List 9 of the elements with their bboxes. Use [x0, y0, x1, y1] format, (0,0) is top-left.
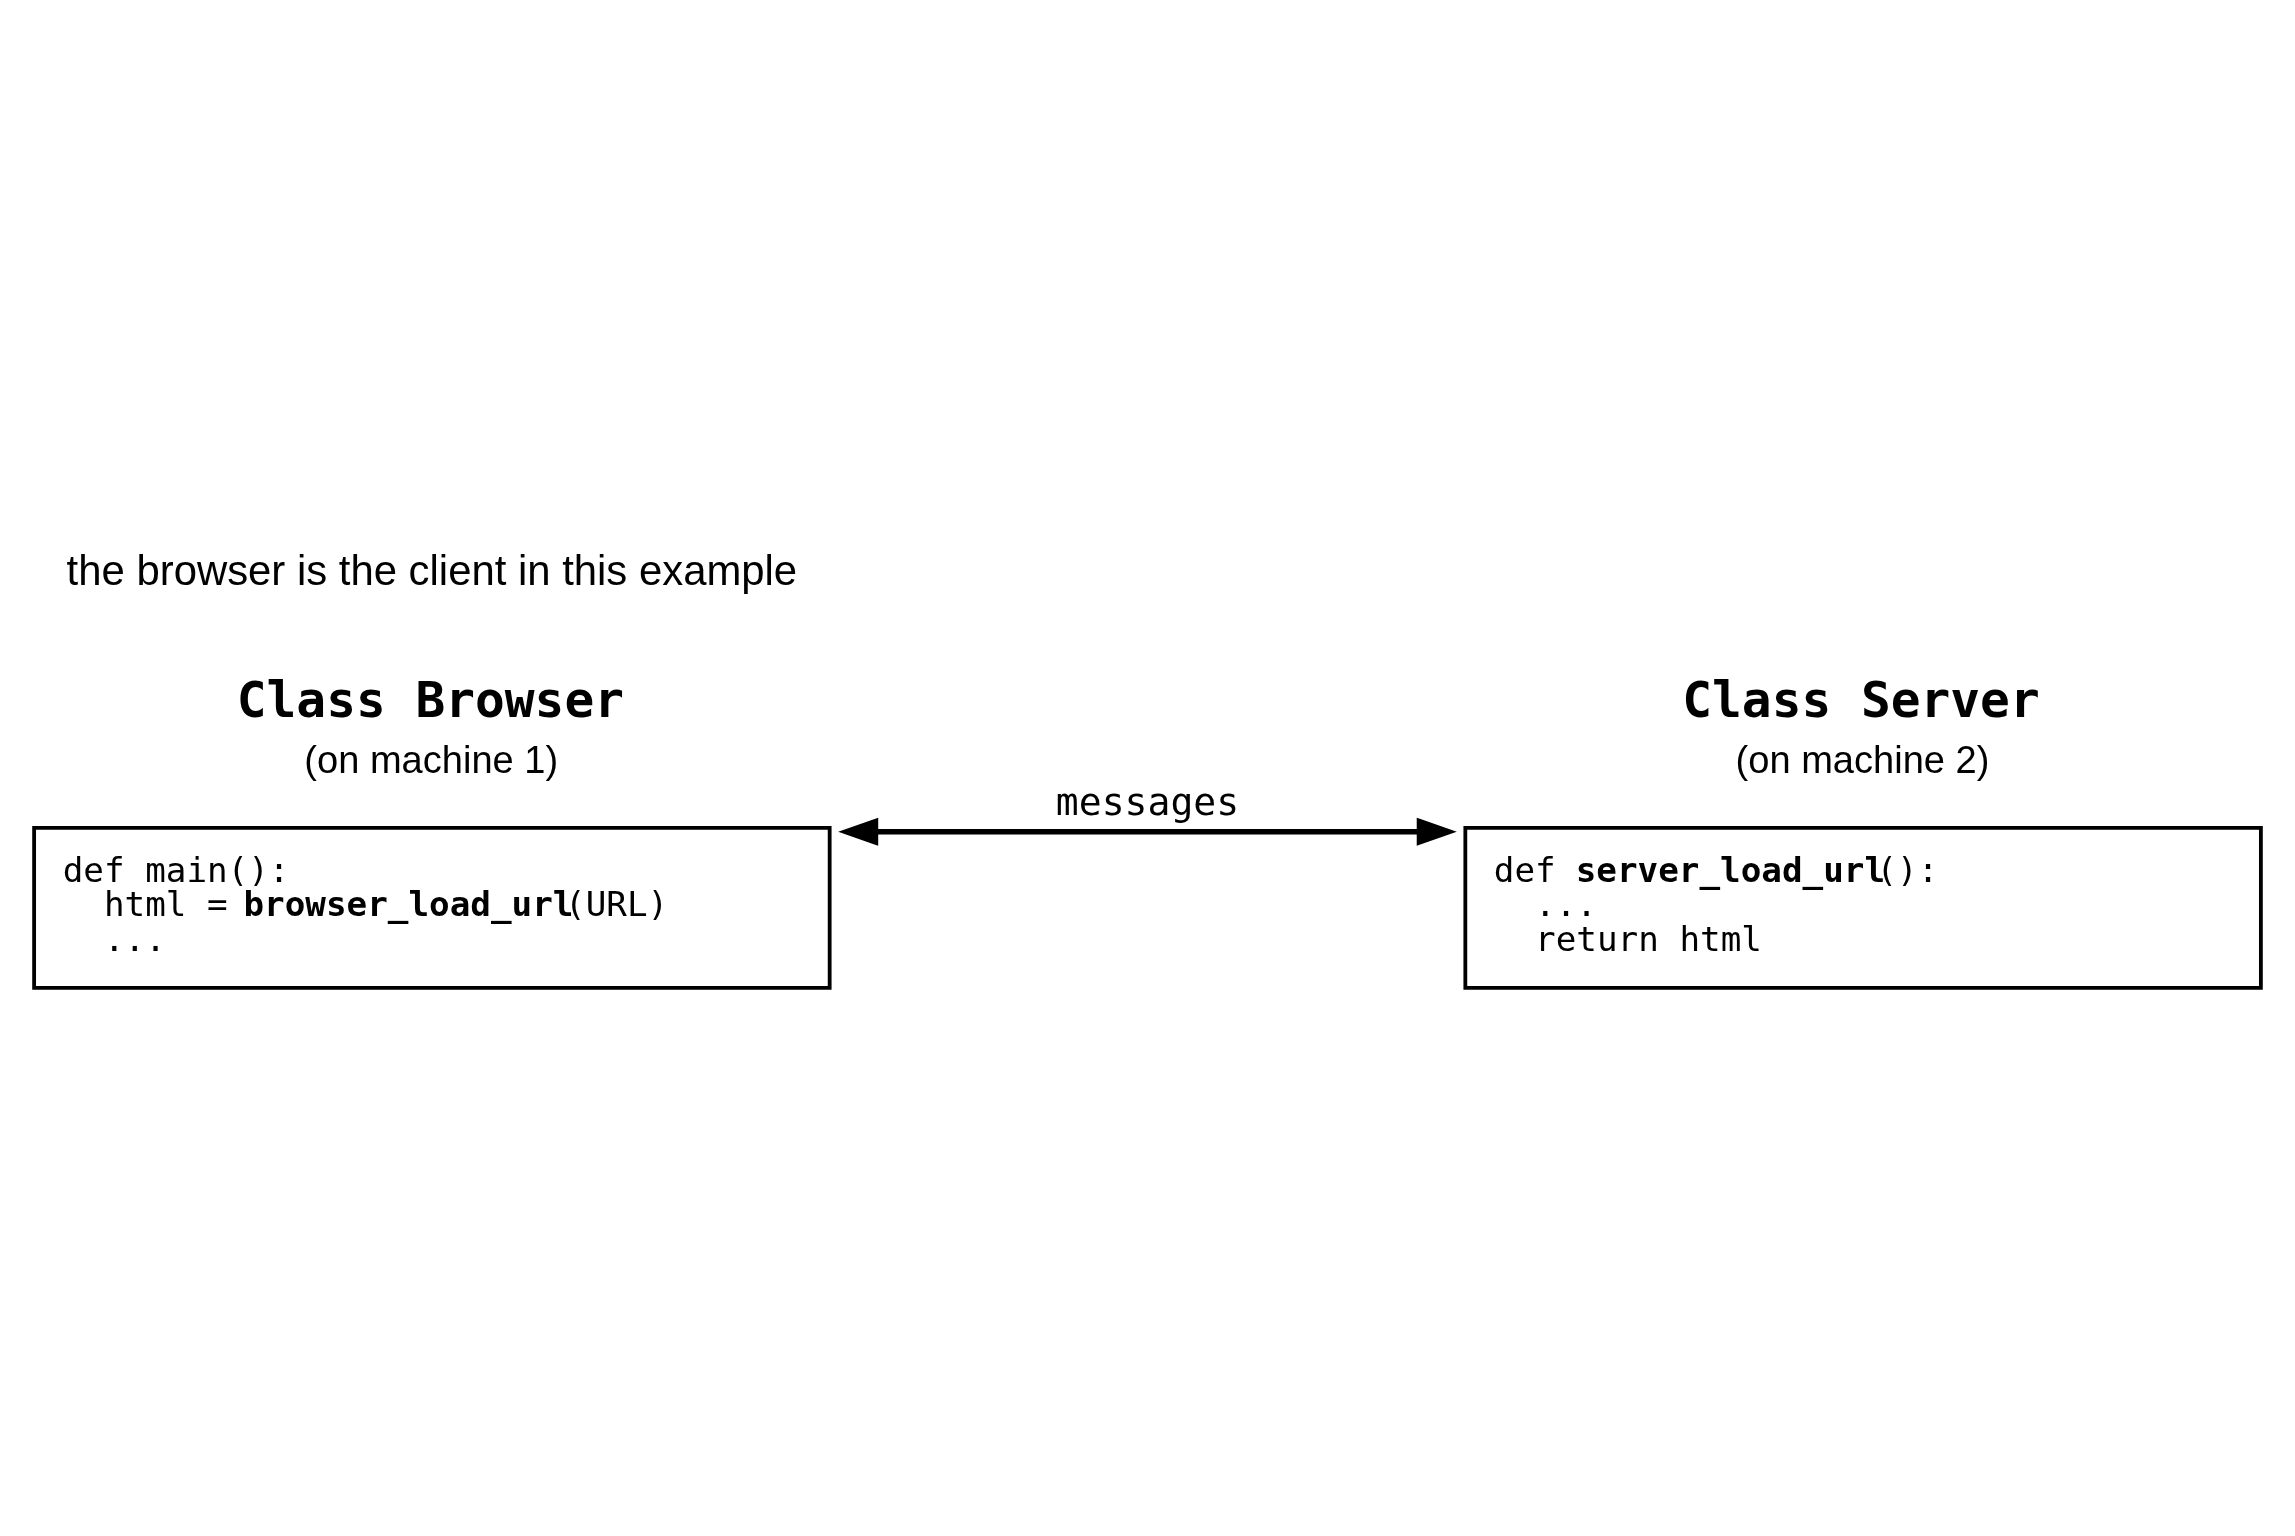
label: the browser is the client in this example: [66, 546, 798, 594]
node-label: Class Browser: [236, 671, 624, 730]
arrow: [838, 817, 1457, 846]
node-label: Class Server: [1682, 671, 2040, 730]
node-label: (on machine 2): [1735, 738, 1990, 781]
node-label: (on machine 1): [304, 738, 559, 781]
node-box: def server_load_url(): ... return html: [1463, 826, 2263, 990]
node-box: def main(): html = browser_load_url(URL) ...: [32, 826, 832, 990]
edge-label: messages: [1055, 779, 1240, 824]
